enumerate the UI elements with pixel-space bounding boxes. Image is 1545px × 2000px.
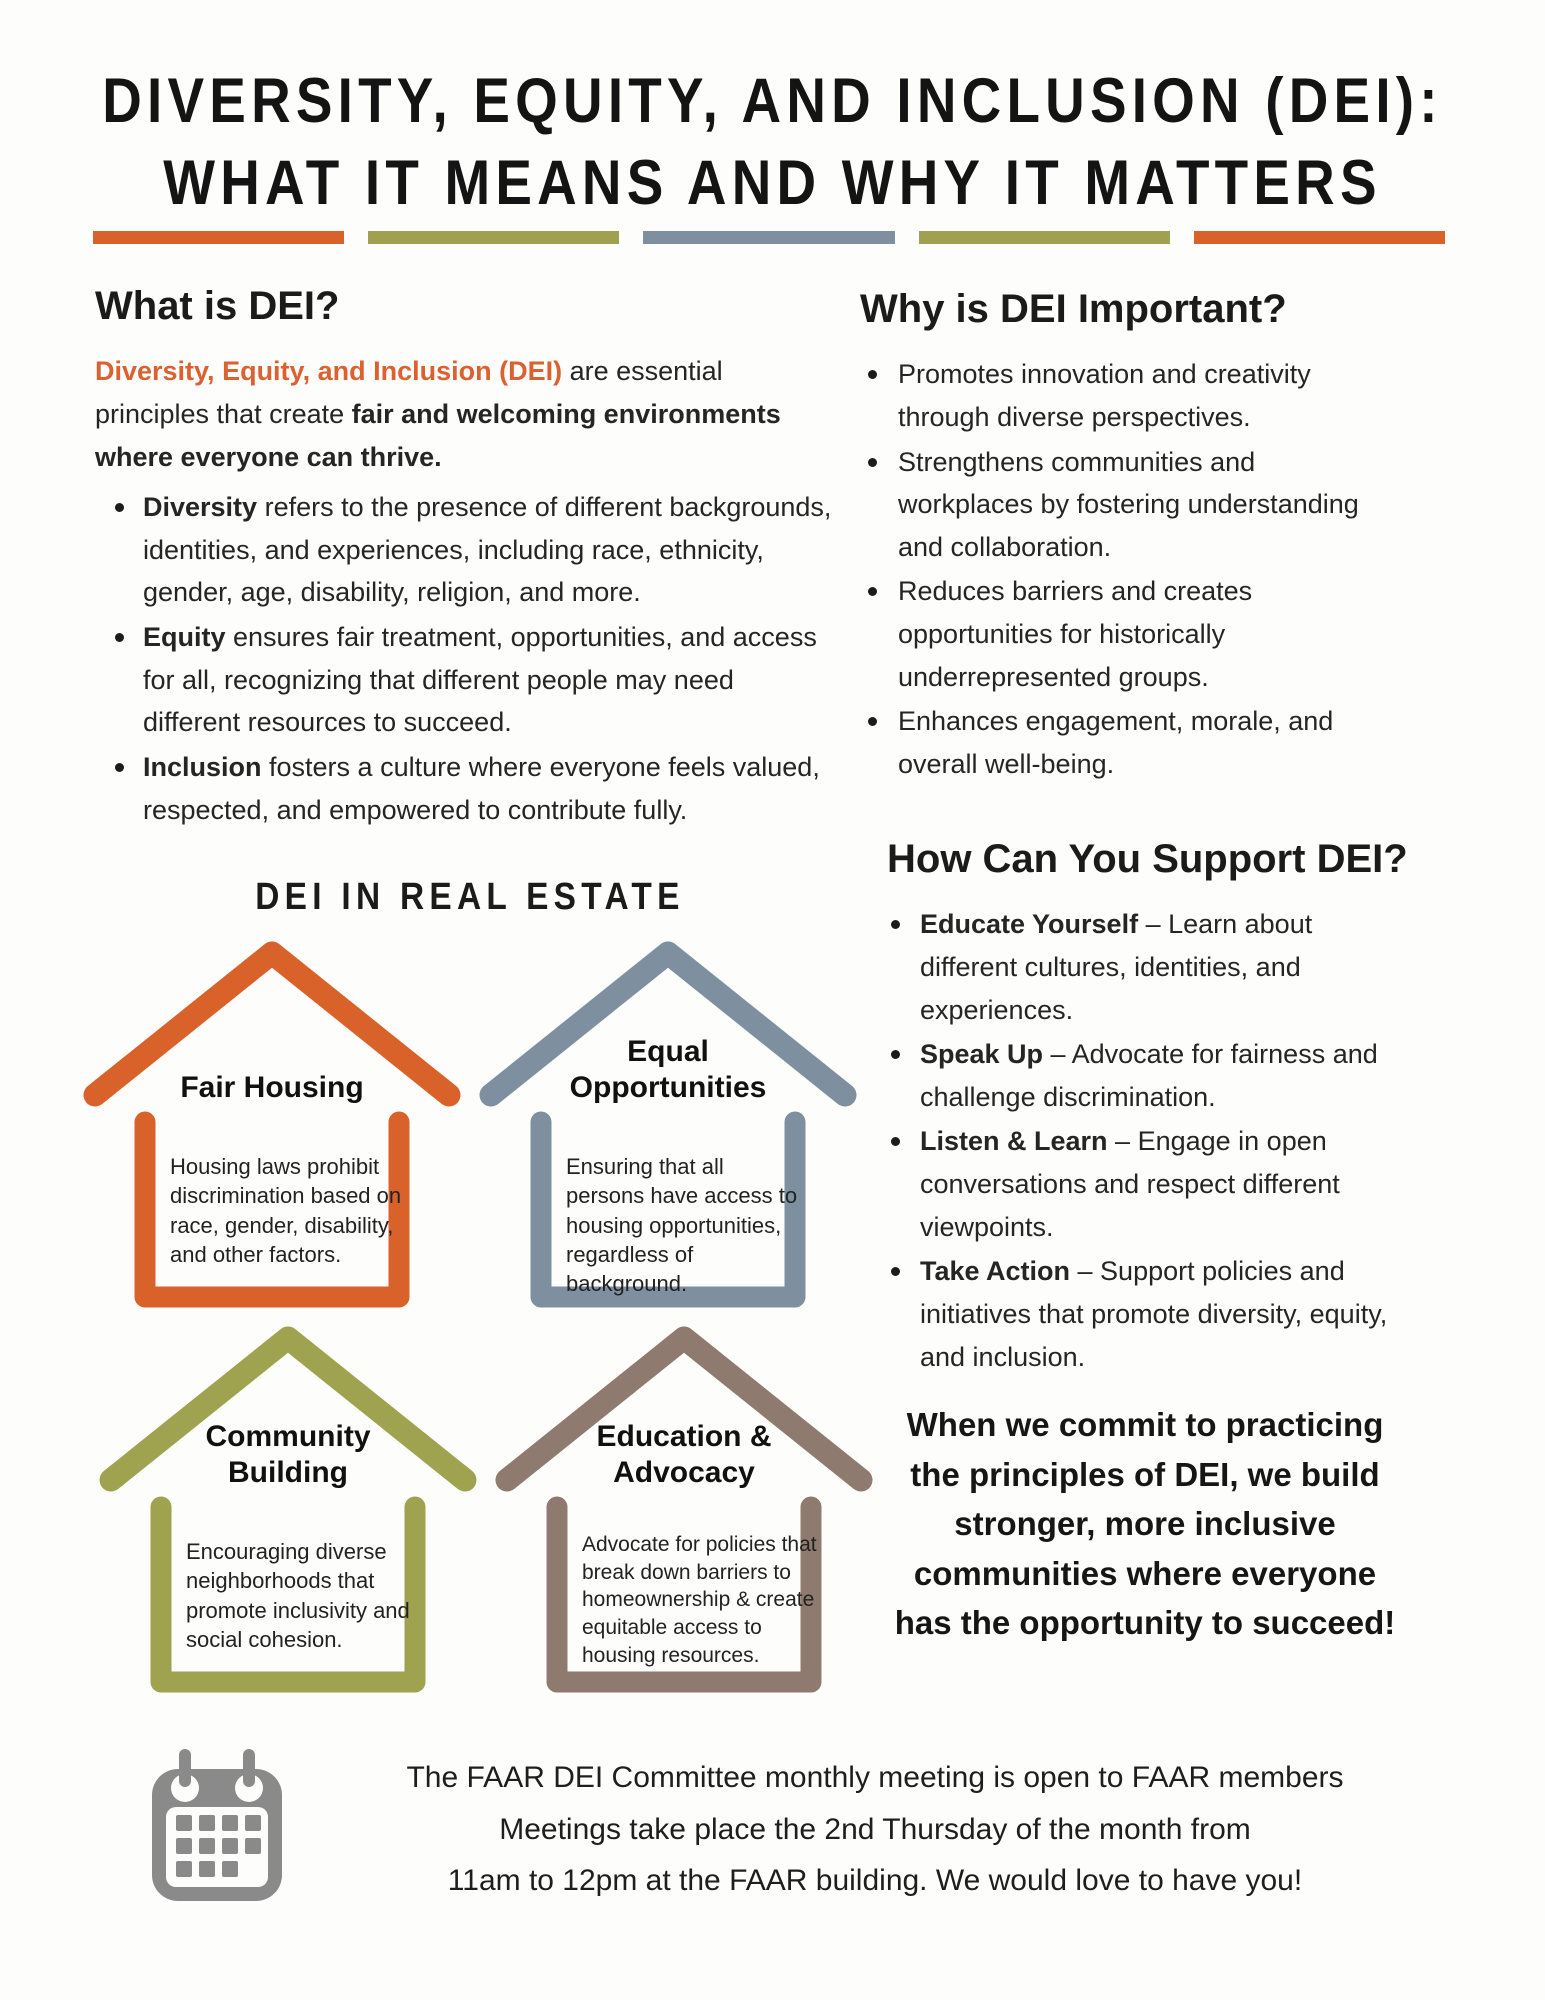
house-equal-opportunities: Equal Opportunities Ensuring that all pe… bbox=[478, 920, 858, 1310]
list-item-text: – Advocate for fairness and challenge di… bbox=[920, 1039, 1378, 1112]
house-icon bbox=[479, 941, 857, 1308]
meeting-info: The FAAR DEI Committee monthly meeting i… bbox=[330, 1752, 1420, 1907]
dei-highlight-text: Diversity, Equity, and Inclusion (DEI) bbox=[95, 356, 563, 387]
list-item: Strengthens communities and workplaces b… bbox=[860, 441, 1368, 569]
real-estate-heading: DEI IN REAL ESTATE bbox=[255, 876, 685, 918]
meeting-info-line-3: 11am to 12pm at the FAAR building. We wo… bbox=[447, 1864, 1303, 1898]
page-title-line-1: DIVERSITY, EQUITY, AND INCLUSION (DEI): bbox=[102, 66, 1443, 137]
page-title: DIVERSITY, EQUITY, AND INCLUSION (DEI): … bbox=[100, 61, 1444, 225]
list-item-lead: Educate Yourself bbox=[920, 909, 1139, 940]
list-item: Reduces barriers and creates opportuniti… bbox=[860, 570, 1368, 698]
list-item-text: fosters a culture where everyone feels v… bbox=[143, 752, 820, 825]
what-is-dei-heading: What is DEI? bbox=[95, 284, 340, 328]
support-dei-section: How Can You Support DEI? Educate Yoursel… bbox=[887, 828, 1447, 1380]
intro-regular-text: are essential principles that create bbox=[95, 356, 723, 429]
closing-statement: When we commit to practicing the princip… bbox=[894, 1406, 1396, 1641]
list-item: Promotes innovation and creativity throu… bbox=[860, 353, 1368, 438]
house-icon bbox=[99, 1326, 477, 1693]
list-item-lead: Take Action bbox=[920, 1256, 1071, 1287]
list-item-text: – Support policies and initiatives that … bbox=[920, 1256, 1388, 1372]
what-is-dei-intro: Diversity, Equity, and Inclusion (DEI) a… bbox=[95, 350, 835, 478]
calendar-icon bbox=[142, 1743, 292, 1913]
intro-bold-text: fair and welcoming environments where ev… bbox=[95, 398, 781, 472]
why-dei-list: Promotes innovation and creativity throu… bbox=[860, 353, 1368, 786]
what-is-dei-list: Diversity refers to the presence of diff… bbox=[95, 486, 835, 831]
house-title: Fair Housing bbox=[180, 1070, 364, 1104]
house-description: Ensuring that all persons have access to… bbox=[566, 1154, 798, 1296]
house-description: Housing laws prohibit discrimination bas… bbox=[170, 1154, 402, 1267]
list-item-take-action: Take Action – Support policies and initi… bbox=[887, 1250, 1402, 1378]
house-roof-icon bbox=[99, 1326, 477, 1492]
list-item-text: ensures fair treatment, opportunities, a… bbox=[143, 622, 817, 738]
house-roof-icon bbox=[495, 1326, 873, 1492]
house-fair-housing: Fair Housing Housing laws prohibit discr… bbox=[82, 920, 462, 1310]
list-item-text: Enhances engagement, morale, and overall… bbox=[898, 706, 1334, 780]
house-walls-icon bbox=[530, 1111, 806, 1308]
list-item-lead: Listen & Learn bbox=[920, 1126, 1108, 1157]
house-education-advocacy: Education & Advocacy Advocate for polici… bbox=[494, 1305, 874, 1695]
list-item-inclusion: Inclusion fosters a culture where everyo… bbox=[95, 746, 835, 831]
list-item-text: Promotes innovation and creativity throu… bbox=[898, 359, 1311, 432]
house-title: Community Building bbox=[205, 1420, 371, 1489]
house-community-building: Community Building Encouraging diverse n… bbox=[98, 1305, 478, 1695]
list-item-text: refers to the presence of different back… bbox=[143, 492, 832, 608]
list-item-listen-learn: Listen & Learn – Engage in open conversa… bbox=[887, 1120, 1402, 1248]
house-title: Equal Opportunities bbox=[569, 1035, 767, 1104]
list-item-speak-up: Speak Up – Advocate for fairness and cha… bbox=[887, 1033, 1402, 1118]
divider-bar bbox=[368, 231, 620, 244]
house-walls-icon bbox=[134, 1111, 410, 1308]
house-icon bbox=[495, 1326, 873, 1693]
support-dei-heading: How Can You Support DEI? bbox=[887, 837, 1408, 881]
divider-bar bbox=[918, 231, 1170, 244]
page-title-line-2: WHAT IT MEANS AND WHY IT MATTERS bbox=[163, 148, 1382, 219]
house-roof-icon bbox=[479, 941, 857, 1107]
house-title: Education & Advocacy bbox=[596, 1420, 772, 1489]
house-walls-icon bbox=[150, 1496, 426, 1693]
list-item-lead: Inclusion bbox=[143, 752, 262, 783]
house-description: Advocate for policies that break down ba… bbox=[582, 1533, 817, 1667]
list-item-text: Reduces barriers and creates opportuniti… bbox=[898, 576, 1253, 692]
why-dei-section: Why is DEI Important? Promotes innovatio… bbox=[860, 278, 1445, 788]
list-item-text: – Engage in open conversations and respe… bbox=[920, 1126, 1340, 1242]
what-is-dei-section: What is DEI? Diversity, Equity, and Incl… bbox=[95, 275, 835, 833]
meeting-info-line-1: The FAAR DEI Committee monthly meeting i… bbox=[406, 1761, 1344, 1794]
divider-bar bbox=[1193, 231, 1446, 244]
list-item-educate-yourself: Educate Yourself – Learn about different… bbox=[887, 903, 1402, 1031]
list-item-lead: Speak Up bbox=[920, 1039, 1044, 1070]
house-roof-icon bbox=[83, 941, 461, 1107]
divider-bar bbox=[93, 231, 345, 244]
meeting-info-line-2: Meetings take place the 2nd Thursday of … bbox=[499, 1812, 1251, 1846]
divider-bars bbox=[93, 231, 1446, 244]
house-description: Encouraging diverse neighborhoods that p… bbox=[186, 1539, 410, 1652]
divider-bar bbox=[643, 231, 895, 244]
list-item-lead: Diversity bbox=[143, 492, 258, 523]
house-icon bbox=[83, 941, 461, 1308]
list-item-text: Strengthens communities and workplaces b… bbox=[898, 446, 1359, 562]
list-item-diversity: Diversity refers to the presence of diff… bbox=[95, 486, 835, 614]
house-walls-icon bbox=[546, 1496, 822, 1693]
support-dei-list: Educate Yourself – Learn about different… bbox=[887, 903, 1402, 1378]
list-item-equity: Equity ensures fair treatment, opportuni… bbox=[95, 616, 835, 744]
why-dei-heading: Why is DEI Important? bbox=[860, 287, 1287, 331]
list-item-text: – Learn about different cultures, identi… bbox=[920, 909, 1313, 1025]
list-item-lead: Equity bbox=[143, 622, 226, 653]
list-item: Enhances engagement, morale, and overall… bbox=[860, 700, 1368, 785]
